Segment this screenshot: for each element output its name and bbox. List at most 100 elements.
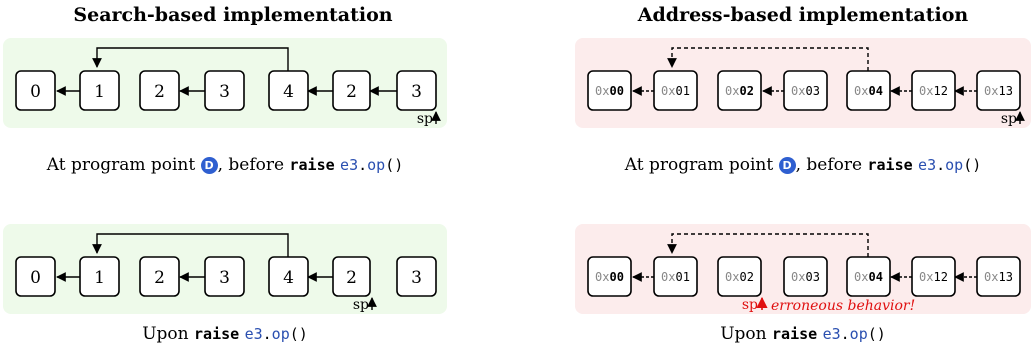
left-bottom-node-0: 0 xyxy=(15,256,56,297)
code-method: op xyxy=(271,325,290,343)
sp-label: sp xyxy=(1001,111,1017,127)
caption-text: , before xyxy=(217,155,285,175)
right-bottom-diagram: 0x00 0x01 0x02 0x03 0x04 0x12 0x13 sp er… xyxy=(587,233,1021,314)
caption-text: At program point xyxy=(46,155,196,175)
node-label: 4 xyxy=(283,268,294,288)
node-label: 0x12 xyxy=(919,84,948,98)
node-label: 0x02 xyxy=(725,270,754,284)
left-top-node-2: 2 xyxy=(139,70,180,111)
node-label: 0x12 xyxy=(919,270,948,284)
node-label: 0x03 xyxy=(791,270,820,284)
right-title: Address-based implementation xyxy=(637,4,969,26)
right-bottom-sp-pointer: sp erroneous behavior! xyxy=(742,296,915,314)
left-bottom-caption: Upon raise e3.op() xyxy=(0,324,455,344)
right-top-node-2: 0x02 xyxy=(717,70,762,111)
raise-keyword: raise xyxy=(867,156,913,174)
node-label: 3 xyxy=(219,268,230,288)
code-method: op xyxy=(849,325,868,343)
node-label: 2 xyxy=(154,82,165,102)
left-bottom-node-2: 2 xyxy=(139,256,180,297)
left-top-node-4: 4 xyxy=(268,70,309,111)
code-method: op xyxy=(945,156,964,174)
right-top-node-5: 0x12 xyxy=(911,70,956,111)
code-parens: () xyxy=(867,325,886,343)
left-bottom-diagram: 0 1 2 3 4 2 3 sp xyxy=(15,233,437,313)
left-top-node-3: 3 xyxy=(204,70,245,111)
right-bottom-node-5: 0x12 xyxy=(911,256,956,297)
code-object: e3 xyxy=(244,325,263,343)
right-bottom-caption: Upon raise e3.op() xyxy=(573,324,1033,344)
node-label: 0x00 xyxy=(595,84,624,98)
right-top-node-1: 0x01 xyxy=(653,70,698,111)
left-top-node-6: 3 xyxy=(396,70,437,111)
program-point-d-badge: D xyxy=(200,157,218,174)
node-label: 0x00 xyxy=(595,270,624,284)
right-top-node-3: 0x03 xyxy=(783,70,828,111)
right-bottom-node-3: 0x03 xyxy=(783,256,828,297)
node-label: 3 xyxy=(411,82,422,102)
left-top-jump-link xyxy=(92,47,289,71)
left-bottom-node-6: 3 xyxy=(396,256,437,297)
node-label: 0x13 xyxy=(984,270,1013,284)
node-label: 0x04 xyxy=(854,270,883,284)
left-top-diagram: 0 1 2 3 4 2 3 sp xyxy=(15,47,441,127)
left-bottom-node-4: 4 xyxy=(268,256,309,297)
sp-label: sp xyxy=(742,297,758,313)
code-object: e3 xyxy=(918,156,937,174)
node-label: 3 xyxy=(411,268,422,288)
code-dot: . xyxy=(262,325,272,343)
right-top-node-4: 0x04 xyxy=(846,70,891,111)
right-bottom-node-1: 0x01 xyxy=(653,256,698,297)
node-label: 1 xyxy=(94,82,105,102)
left-bottom-node-1: 1 xyxy=(79,256,120,297)
right-bottom-jump-link xyxy=(667,233,869,257)
caption-text: At program point xyxy=(624,155,774,175)
sp-label: sp xyxy=(353,297,369,313)
node-label: 0x01 xyxy=(661,270,690,284)
right-top-caption: At program point D, before raise e3.op() xyxy=(573,155,1033,175)
node-label: 2 xyxy=(346,82,357,102)
left-top-caption: At program point D, before raise e3.op() xyxy=(0,155,455,175)
code-method: op xyxy=(367,156,386,174)
sp-label: sp xyxy=(417,111,433,127)
caption-text: Upon xyxy=(142,324,189,344)
left-bottom-node-5: 2 xyxy=(332,256,371,297)
code-parens: () xyxy=(385,156,404,174)
node-label: 0 xyxy=(30,268,41,288)
code-parens: () xyxy=(963,156,982,174)
node-label: 3 xyxy=(219,82,230,102)
left-top-node-5: 2 xyxy=(332,70,371,111)
node-label: 0x13 xyxy=(984,84,1013,98)
raise-keyword: raise xyxy=(289,156,335,174)
code-dot: . xyxy=(936,156,946,174)
caption-text: , before xyxy=(795,155,863,175)
right-top-node-6: 0x13 xyxy=(976,70,1021,111)
node-label: 2 xyxy=(154,268,165,288)
left-top-sp-pointer: sp xyxy=(417,111,441,127)
node-label: 2 xyxy=(346,268,357,288)
left-top-node-1: 1 xyxy=(79,70,120,111)
left-bottom-jump-link xyxy=(92,233,289,257)
node-label: 0x03 xyxy=(791,84,820,98)
node-label: 0x04 xyxy=(854,84,883,98)
right-top-sp-pointer: sp xyxy=(1001,111,1025,127)
right-bottom-node-0: 0x00 xyxy=(587,256,632,297)
left-title: Search-based implementation xyxy=(73,4,393,26)
raise-keyword: raise xyxy=(772,325,818,343)
left-top-node-0: 0 xyxy=(15,70,56,111)
right-bottom-node-2: 0x02 xyxy=(717,256,762,297)
error-annotation: erroneous behavior! xyxy=(771,298,915,314)
right-bottom-node-6: 0x13 xyxy=(976,256,1021,297)
node-label: 0 xyxy=(30,82,41,102)
right-top-node-0: 0x00 xyxy=(587,70,632,111)
code-object: e3 xyxy=(822,325,841,343)
left-bottom-node-3: 3 xyxy=(204,256,245,297)
code-parens: () xyxy=(289,325,308,343)
right-bottom-node-4: 0x04 xyxy=(846,256,891,297)
program-point-d-badge: D xyxy=(778,157,796,174)
node-label: 0x02 xyxy=(725,84,754,98)
raise-keyword: raise xyxy=(194,325,240,343)
node-label: 1 xyxy=(94,268,105,288)
code-object: e3 xyxy=(340,156,359,174)
